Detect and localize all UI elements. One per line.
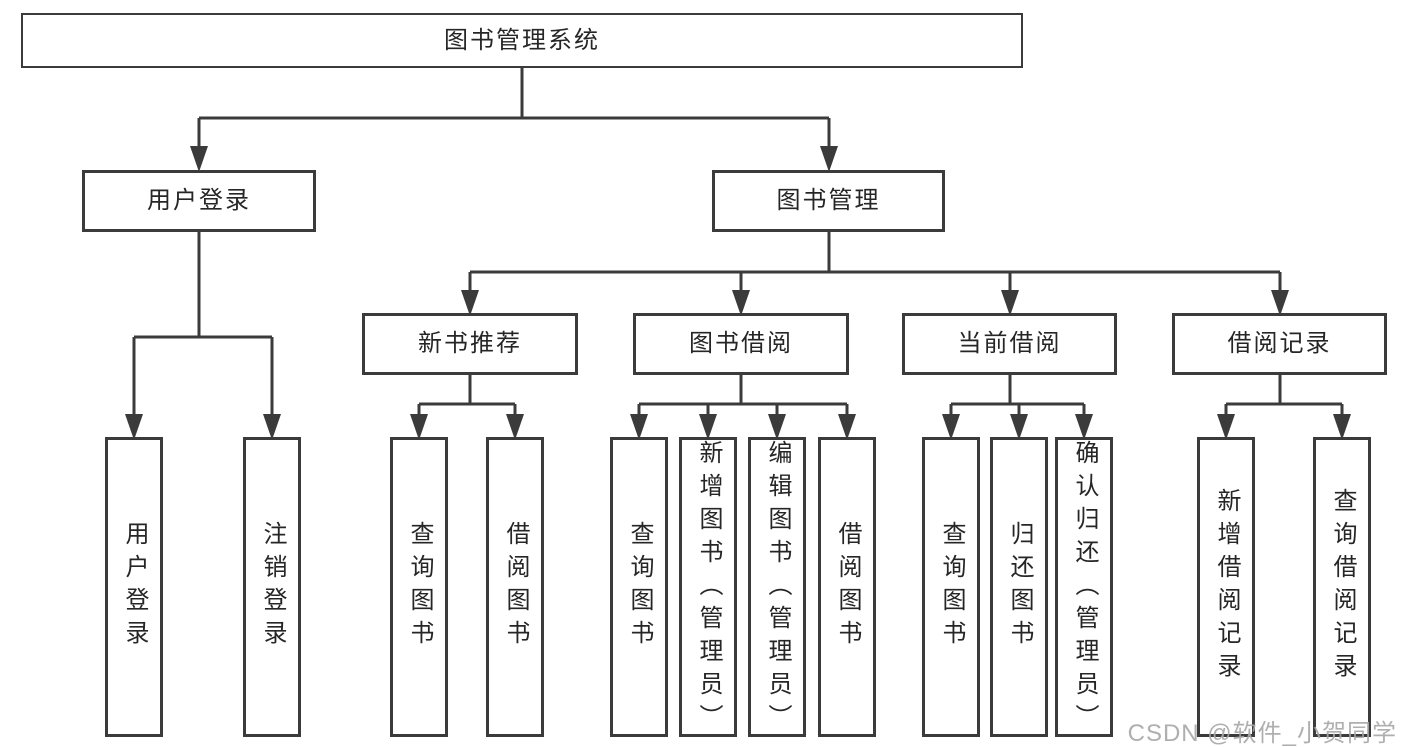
arrowheads: [125, 146, 1351, 440]
node-borrowing-records-label: 借阅记录: [1227, 330, 1332, 357]
leaf-add-books-admin: 新增图书（管理员）: [679, 437, 737, 737]
csdn-watermark: CSDN @软件_小贺同学: [1127, 720, 1397, 747]
node-borrowing-records: 借阅记录: [1172, 313, 1387, 375]
leaf-logout: 注销登录: [243, 437, 301, 737]
leaf-query-borrow-record: 查询借阅记录: [1313, 437, 1371, 737]
leaf-user-login: 用户登录: [105, 437, 163, 737]
node-root-label: 图书管理系统: [444, 26, 600, 54]
leaf-logout-label: 注销登录: [259, 521, 286, 653]
leaf-return-books: 归还图书: [990, 437, 1048, 737]
leaf-query-books-newbooks-label: 查询图书: [406, 521, 433, 653]
node-new-book-recommend-label: 新书推荐: [418, 330, 522, 357]
node-new-book-recommend: 新书推荐: [362, 313, 578, 375]
leaf-return-books-label: 归还图书: [1006, 521, 1033, 653]
leaf-add-books-admin-label: 新增图书（管理员）: [695, 440, 722, 737]
leaf-edit-books-admin-label: 编辑图书（管理员）: [764, 440, 791, 737]
leaf-user-login-label: 用户登录: [121, 521, 148, 653]
node-book-management-label: 图书管理: [776, 187, 881, 214]
leaf-edit-books-admin: 编辑图书（管理员）: [748, 437, 806, 737]
node-book-management: 图书管理: [712, 170, 945, 232]
leaf-query-books-borrowing: 查询图书: [610, 437, 668, 737]
node-user-login-label: 用户登录: [147, 187, 251, 214]
leaf-confirm-return-admin-label: 确认归还（管理员）: [1071, 440, 1098, 737]
node-book-borrowing: 图书借阅: [633, 313, 849, 375]
leaf-query-books-current: 查询图书: [922, 437, 980, 737]
node-current-borrowing-label: 当前借阅: [957, 330, 1062, 357]
node-root: 图书管理系统: [21, 13, 1023, 68]
leaf-query-borrow-record-label: 查询借阅记录: [1329, 488, 1356, 686]
leaf-add-borrow-record-label: 新增借阅记录: [1213, 488, 1240, 686]
leaf-borrow-books-borrowing-label: 借阅图书: [834, 521, 861, 653]
leaf-query-books-current-label: 查询图书: [938, 521, 965, 653]
leaf-query-books-newbooks: 查询图书: [390, 437, 448, 737]
node-current-borrowing: 当前借阅: [902, 313, 1117, 375]
leaf-borrow-books-newbooks: 借阅图书: [486, 437, 544, 737]
leaf-query-books-borrowing-label: 查询图书: [626, 521, 653, 653]
leaf-confirm-return-admin: 确认归还（管理员）: [1055, 437, 1113, 737]
leaf-borrow-books-newbooks-label: 借阅图书: [502, 521, 529, 653]
node-user-login: 用户登录: [82, 170, 316, 232]
leaf-add-borrow-record: 新增借阅记录: [1197, 437, 1255, 737]
leaf-borrow-books-borrowing: 借阅图书: [818, 437, 876, 737]
node-book-borrowing-label: 图书借阅: [689, 330, 793, 357]
